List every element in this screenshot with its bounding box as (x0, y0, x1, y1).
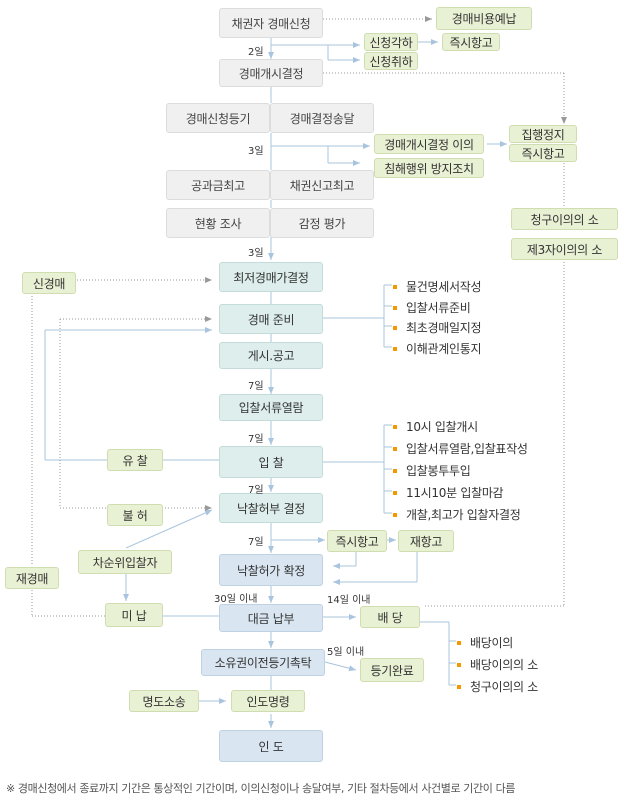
stay-execution-box: 집행정지 (509, 125, 577, 143)
day-label: 3일 (248, 146, 264, 157)
dist-item-label: 배당이의 (470, 636, 513, 650)
bid-item-label: 입찰서류열람,입찰표작성 (406, 442, 528, 456)
bullet-icon (457, 662, 461, 667)
bullet-icon (393, 490, 397, 495)
bullet-icon (457, 684, 461, 689)
bullet-icon (393, 325, 397, 330)
reject-box: 신청각하 (364, 33, 418, 51)
non-payment-box: 미 납 (105, 603, 163, 627)
delivery-order-box: 인도명령 (231, 690, 305, 712)
bid-item-label: 개찰,최고가 입찰자결정 (406, 508, 521, 522)
bullet-icon (457, 640, 461, 645)
dist-item: 배당이의의 소 (457, 656, 538, 673)
publication-box: 게시.공고 (219, 342, 323, 369)
day-label: 7일 (248, 485, 264, 496)
bullet-icon (393, 305, 397, 310)
disallow-box: 불 허 (107, 504, 163, 526)
prevent-infringement-box: 침해행위 방지조치 (374, 158, 484, 178)
bullet-icon (393, 346, 397, 351)
prep-item-label: 물건명세서작성 (406, 280, 482, 294)
dist-item: 청구이의의 소 (457, 678, 538, 695)
bid-item: 입찰서류열람,입찰표작성 (393, 440, 528, 457)
registration-box: 경매신청등기 (166, 103, 270, 133)
immediate-appeal-box-3: 즉시항고 (327, 530, 387, 552)
creditor-request-box: 채권자 경매신청 (219, 8, 323, 38)
day-label: 7일 (248, 434, 264, 445)
prep-item-label: 최초경매일지정 (406, 321, 482, 335)
bid-item: 11시10분 입찰마감 (393, 484, 504, 501)
prep-item: 입찰서류준비 (393, 299, 471, 316)
sale-confirm-box: 낙찰허가 확정 (219, 554, 323, 586)
immediate-appeal-box-1: 즉시항고 (442, 33, 500, 51)
third-party-suit-box: 제3자이의의 소 (511, 238, 618, 260)
claim-objection-suit-box: 청구이의의 소 (511, 208, 618, 230)
cost-prepay-box: 경매비용예납 (436, 7, 532, 30)
bid-doc-review-box: 입찰서류열람 (219, 394, 323, 421)
bid-item-label: 11시10분 입찰마감 (406, 486, 504, 500)
bidding-box: 입 찰 (219, 446, 323, 478)
footnote: ※ 경매신청에서 종료까지 기간은 통상적인 기간이며, 이의신청이나 송달여부… (6, 782, 516, 795)
sale-decision-box: 낙찰허부 결정 (219, 493, 323, 523)
bullet-icon (393, 424, 397, 429)
service-box: 경매결정송달 (270, 103, 374, 133)
day-label: 14일 이내 (327, 595, 371, 606)
day-label: 3일 (248, 248, 264, 259)
dist-item-label: 배당이의의 소 (470, 658, 538, 672)
prep-item: 물건명세서작성 (393, 278, 481, 295)
bullet-icon (393, 512, 397, 517)
start-objection-box: 경매개시결정 이의 (374, 134, 484, 154)
ownership-transfer-box: 소유권이전등기촉탁 (201, 649, 325, 676)
bullet-icon (393, 284, 397, 289)
immediate-appeal-box-2: 즉시항고 (509, 144, 577, 162)
prep-item-label: 입찰서류준비 (406, 301, 471, 315)
prep-item-label: 이해관계인통지 (406, 342, 482, 356)
prep-item: 최초경매일지정 (393, 319, 481, 336)
public-dues-notice-box: 공과금최고 (166, 170, 270, 200)
second-bidder-box: 차순위입찰자 (78, 550, 172, 574)
bullet-icon (393, 468, 397, 473)
new-auction-box: 신경매 (22, 272, 76, 294)
reappeal-box: 재항고 (398, 530, 454, 552)
dist-item: 배당이의 (457, 634, 513, 651)
min-price-box: 최저경매가결정 (219, 262, 323, 292)
failed-bid-box: 유 찰 (107, 449, 163, 471)
re-auction-box: 재경매 (5, 567, 59, 589)
delivery-box: 인 도 (219, 730, 323, 762)
start-decision-box: 경매개시결정 (219, 59, 323, 87)
day-label: 7일 (248, 537, 264, 548)
withdraw-box: 신청취하 (364, 52, 418, 70)
bid-item-label: 입찰봉투투입 (406, 464, 471, 478)
day-label: 30일 이내 (214, 594, 258, 605)
reg-complete-box: 등기완료 (360, 658, 424, 682)
eviction-suit-box: 명도소송 (129, 690, 199, 712)
distribution-box: 배 당 (360, 606, 420, 628)
day-label: 7일 (248, 381, 264, 392)
status-survey-box: 현황 조사 (166, 208, 270, 238)
bid-item: 입찰봉투투입 (393, 462, 471, 479)
claim-report-notice-box: 채권신고최고 (270, 170, 374, 200)
prep-item: 이해관계인통지 (393, 340, 481, 357)
bid-item: 개찰,최고가 입찰자결정 (393, 506, 521, 523)
bullet-icon (393, 446, 397, 451)
payment-box: 대금 납부 (219, 604, 323, 632)
bid-item: 10시 입찰개시 (393, 418, 478, 435)
appraisal-box: 감정 평가 (270, 208, 374, 238)
auction-prep-box: 경매 준비 (219, 304, 323, 334)
bid-item-label: 10시 입찰개시 (406, 420, 478, 434)
day-label: 2일 (248, 47, 264, 58)
dist-item-label: 청구이의의 소 (470, 680, 538, 694)
day-label: 5일 이내 (327, 647, 365, 658)
